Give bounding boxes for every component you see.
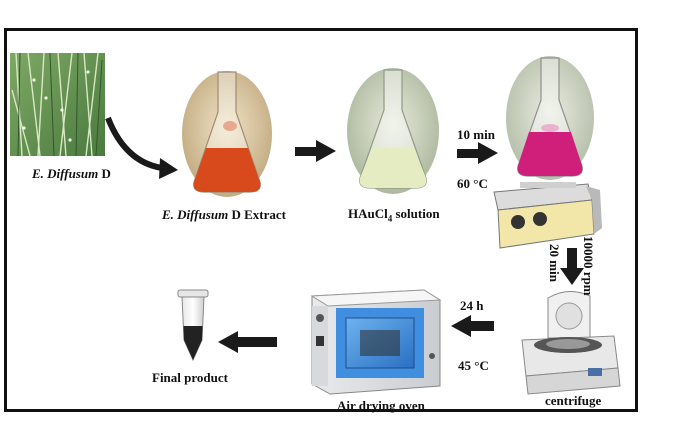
curved-arrow [105, 116, 178, 179]
plant-photo [10, 52, 105, 157]
label-centrifuge: centrifuge [545, 393, 602, 408]
label-centrifuge-speed: 10000 rpm [581, 236, 596, 296]
final-product-tube [177, 289, 209, 362]
arrow-4 [218, 331, 277, 353]
arrow-1 [295, 140, 336, 162]
label-oven: Air drying oven [337, 398, 425, 413]
label-step1-time: 10 min [457, 127, 495, 142]
arrow-3 [451, 315, 494, 337]
arrow-2 [457, 142, 498, 164]
label-centrifuge-time: 20 min [547, 244, 562, 282]
label-dry-time: 24 h [460, 298, 484, 313]
hotplate-stirrer [493, 182, 602, 249]
haucl4-flask [347, 68, 439, 194]
oven-device [310, 289, 442, 395]
arrow-down [560, 248, 584, 285]
label-final: Final product [152, 370, 228, 385]
gold-flask [506, 56, 594, 180]
label-dry-temp: 45 °C [458, 358, 489, 373]
label-step1-temp: 60 °C [457, 176, 488, 191]
label-haucl4: HAuCl4 solution [348, 206, 440, 224]
centrifuge-device [521, 291, 621, 395]
label-plant: E. Diffusum D [32, 166, 111, 181]
extract-flask [182, 71, 272, 197]
label-extract: E. Diffusum D Extract [162, 207, 286, 222]
